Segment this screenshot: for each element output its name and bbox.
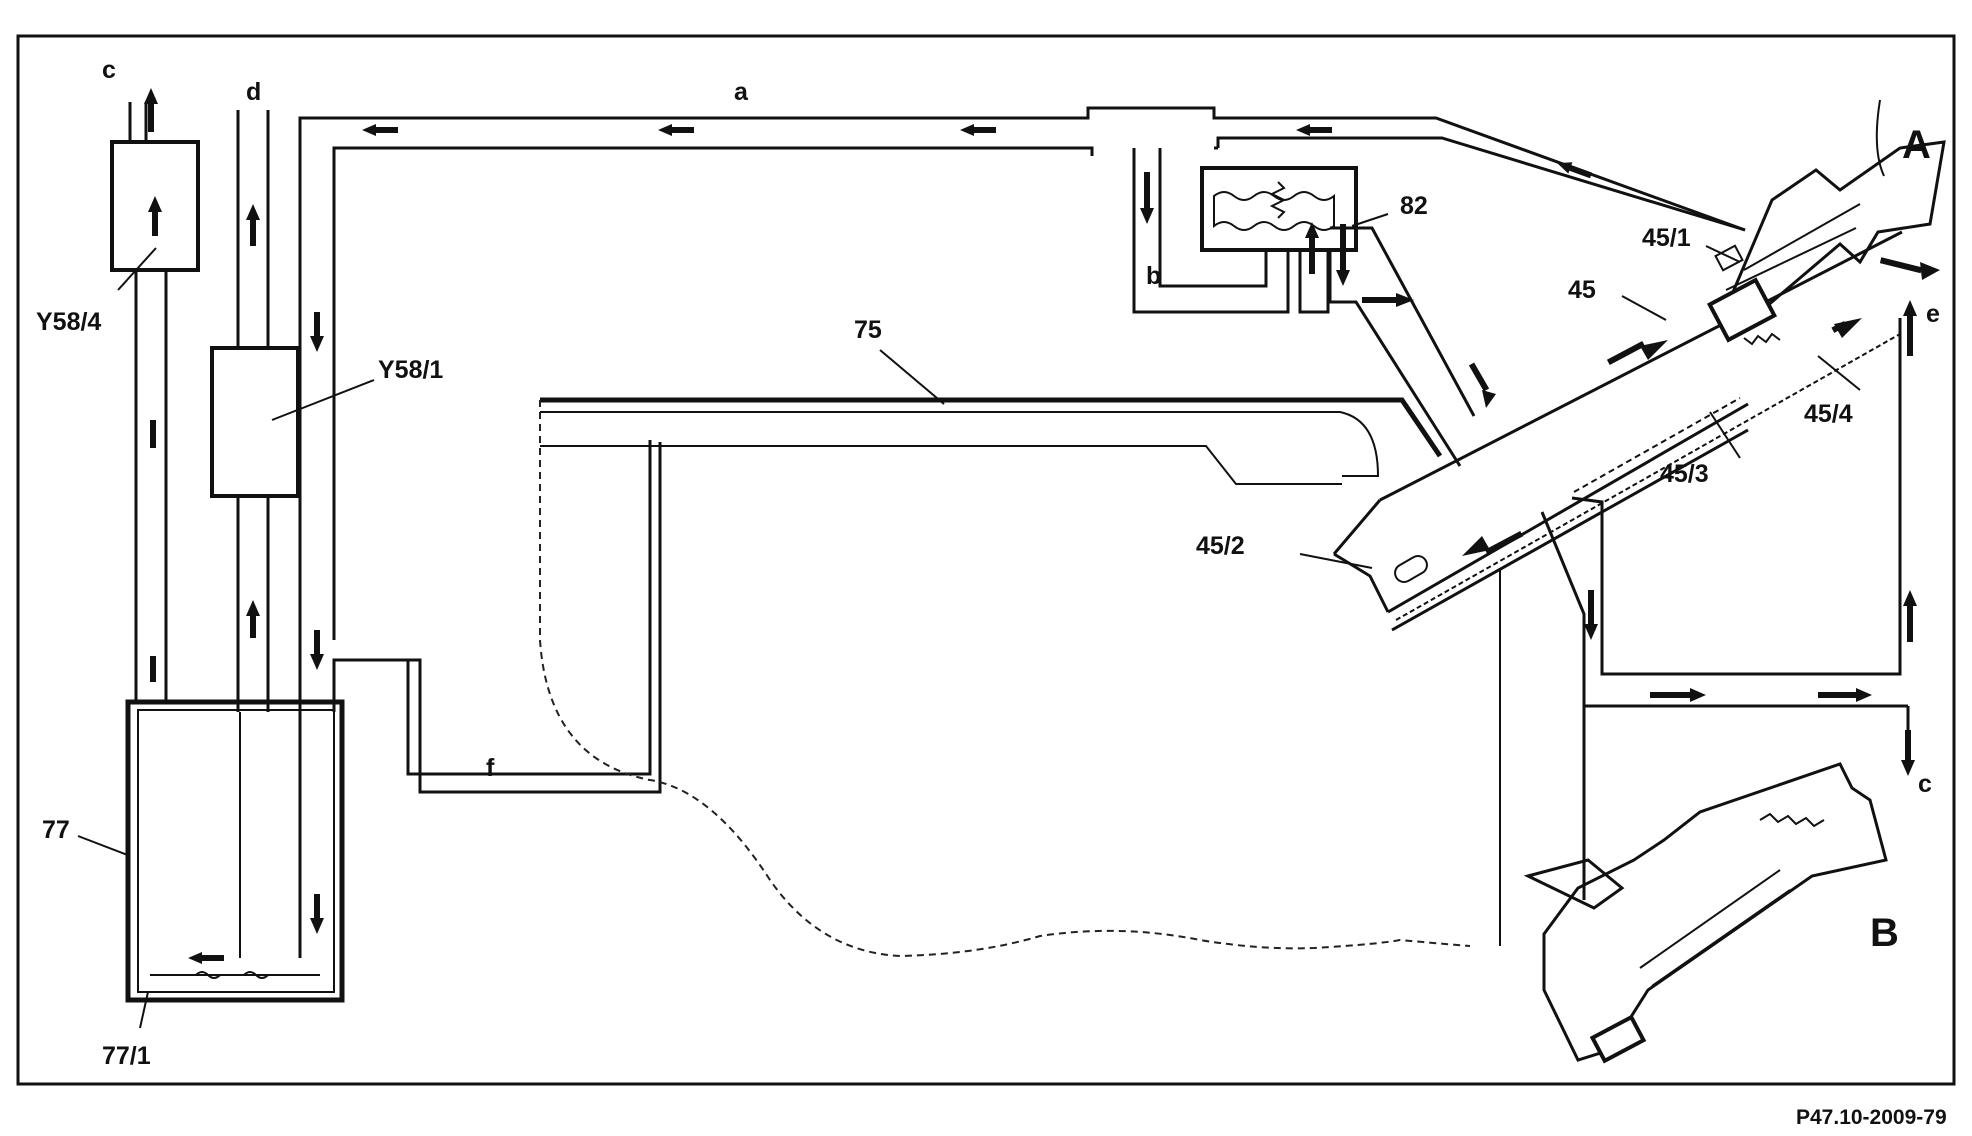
label-y58-1: Y58/1 xyxy=(378,356,443,384)
label-y58-4: Y58/4 xyxy=(36,308,101,336)
label-45-2: 45/2 xyxy=(1196,532,1245,560)
diagram-frame xyxy=(16,34,1956,1086)
label-45-3: 45/3 xyxy=(1660,460,1709,488)
label-line-b: b xyxy=(1146,262,1161,290)
filler-neck-45 xyxy=(1332,230,1910,900)
label-line-e: e xyxy=(1926,300,1940,328)
fuel-tank-77 xyxy=(125,699,345,1003)
label-45: 45 xyxy=(1568,276,1596,304)
valve-y58-1 xyxy=(210,346,300,498)
component-75 xyxy=(539,397,1501,958)
leader-lines xyxy=(77,213,1861,1029)
detail-b-filler-cap xyxy=(1523,762,1888,1064)
label-view-b: B xyxy=(1870,911,1899,955)
figure-reference: P47.10-2009-79 xyxy=(1796,1106,1947,1129)
line-d-vertical xyxy=(236,110,270,958)
label-line-c-right: c xyxy=(1918,770,1932,798)
label-45-4: 45/4 xyxy=(1804,400,1853,428)
label-line-f: f xyxy=(486,754,495,782)
label-45-1: 45/1 xyxy=(1642,224,1691,252)
filler-cap-assembly-a xyxy=(1706,99,1946,346)
label-view-a: A xyxy=(1902,123,1931,167)
label-77: 77 xyxy=(42,816,70,844)
label-75: 75 xyxy=(854,316,882,344)
line-c-vertical xyxy=(128,102,168,702)
line-f xyxy=(334,440,652,776)
line-a-return xyxy=(298,106,1746,958)
label-82: 82 xyxy=(1400,192,1428,220)
label-77-1: 77/1 xyxy=(102,1042,151,1070)
label-line-d: d xyxy=(246,78,261,106)
flow-arrows xyxy=(144,88,1940,964)
label-line-a: a xyxy=(734,78,749,106)
label-line-c-top: c xyxy=(102,56,116,84)
